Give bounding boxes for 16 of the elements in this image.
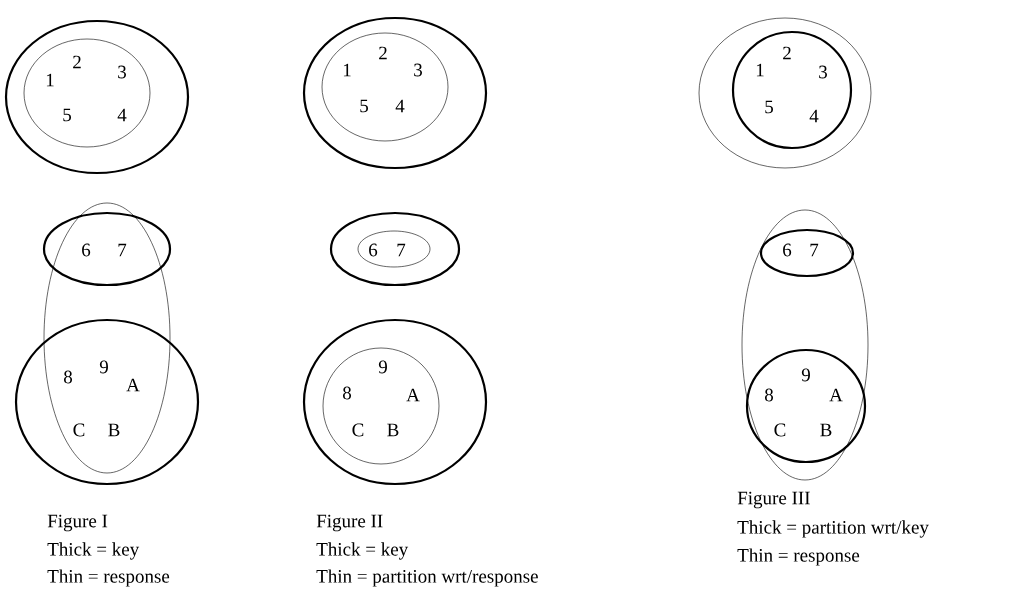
set-ellipse xyxy=(741,209,869,481)
set-ellipse xyxy=(302,318,488,486)
caption-text: Thick = key xyxy=(47,542,140,560)
caption-text: Thick = key xyxy=(316,542,409,560)
set-ellipse xyxy=(302,16,488,170)
caption-text: Figure I xyxy=(47,514,108,532)
caption-text: Figure II xyxy=(316,514,383,532)
caption-text: Thin = response xyxy=(737,548,860,566)
caption-text: Figure III xyxy=(737,491,810,509)
caption-text: Thin = partition wrt/response xyxy=(316,569,538,587)
caption-text: Thick = partition wrt/key xyxy=(737,520,929,538)
set-ellipse xyxy=(698,17,872,169)
set-ellipse xyxy=(329,211,461,287)
set-ellipse xyxy=(4,19,190,175)
caption-text: Thin = response xyxy=(47,569,170,587)
set-ellipse xyxy=(43,202,171,474)
